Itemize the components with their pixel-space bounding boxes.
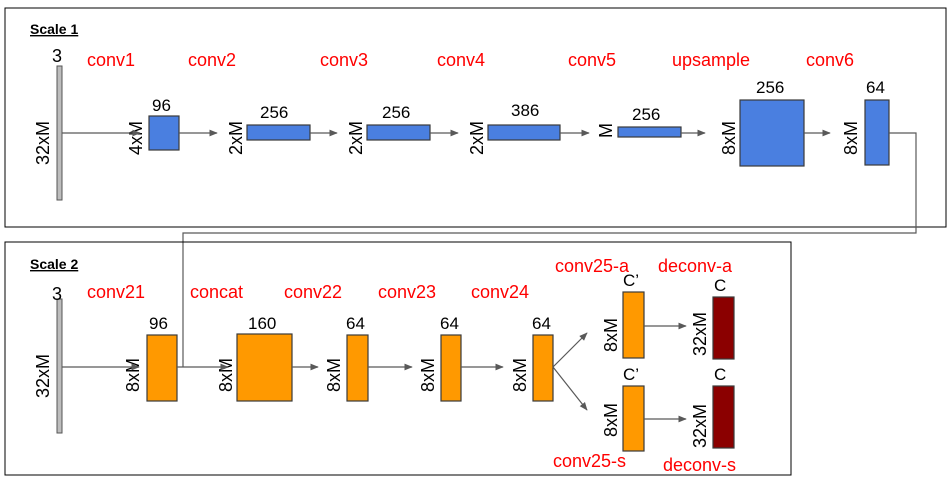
label-conv25-a: conv25-a [555,256,630,276]
scale2-branch-a-conv-size: 8xM [601,318,621,352]
scale1-block-5-size: M [596,123,616,138]
scale2-block-5-channels: 64 [532,314,551,333]
scale2-block-5-size: 8xM [510,358,530,392]
label-conv22: conv22 [284,282,342,302]
label-conv24: conv24 [471,282,529,302]
scale1-block-7 [864,99,890,166]
scale2-branch-a-deconv [712,296,735,360]
label-conv5: conv5 [568,50,616,70]
label-conv25-s: conv25-s [553,451,626,471]
scale1-block-3 [366,124,431,141]
scale1-block-5 [617,126,682,138]
scale1-block-6-size: 8xM [719,121,739,155]
scale2-title: Scale 2 [30,256,78,272]
scale2-block-1-channels: 96 [149,314,168,333]
scale1-block-6-channels: 256 [756,78,784,97]
scale2-branch-a-deconv-channels: C [714,276,726,295]
scale1-block-2-channels: 256 [260,103,288,122]
scale2-block-4-channels: 64 [440,314,459,333]
scale1-block-7-size: 8xM [841,121,861,155]
scale2-block-5 [532,334,554,402]
scale1-title: Scale 1 [30,21,78,37]
scale2-block-2-channels: 160 [248,314,276,333]
label-deconv-a: deconv-a [658,256,733,276]
scale2-block-3 [346,334,369,402]
scale2-input-size: 32xM [33,354,53,398]
label-conv2: conv2 [188,50,236,70]
label-conv23: conv23 [378,282,436,302]
scale2-block-1-size: 8xM [123,358,143,392]
scale2-branch-a-conv [622,291,645,359]
scale1-input-image [56,65,63,201]
scale2-input-image [56,298,63,434]
scale1-block-4-channels: 386 [511,101,539,120]
scale2-branch-s-conv [622,385,645,452]
label-conv21: conv21 [87,282,145,302]
scale1-block-2 [246,124,311,141]
scale1-block-4 [487,124,561,141]
scale1-block-6 [739,99,805,167]
scale1-panel [4,7,947,228]
scale2-branch-s-conv-size: 8xM [601,403,621,437]
scale1-block-5-channels: 256 [632,105,660,124]
scale1-block-1-size: 4xM [126,121,146,155]
label-conv4: conv4 [437,50,485,70]
scale2-branch-a-deconv-size: 32xM [690,312,710,356]
scale2-block-4-size: 8xM [418,358,438,392]
scale1-block-2-size: 2xM [226,121,246,155]
scale1-block-4-size: 2xM [467,121,487,155]
label-upsample: upsample [672,50,750,70]
scale1-input-channels: 3 [52,46,62,66]
scale1-block-7-channels: 64 [866,78,885,97]
scale2-block-2 [236,333,293,402]
scale2-input-channels: 3 [52,284,62,304]
label-deconv-s: deconv-s [663,455,736,475]
arrow-s2-branch-a [552,332,588,368]
label-conv3: conv3 [320,50,368,70]
scale2-block-3-size: 8xM [324,358,344,392]
scale2-panel [4,241,792,476]
scale1-block-1-channels: 96 [152,96,171,115]
scale2-branch-s-deconv-channels: C [714,365,726,384]
label-concat: concat [190,282,243,302]
scale1-block-1 [148,115,180,151]
scale2-block-3-channels: 64 [346,314,365,333]
arrow-s2-branch-s [552,366,588,411]
label-conv6: conv6 [806,50,854,70]
scale2-block-4 [440,334,462,402]
scale2-branch-a-conv-channels: C’ [623,271,639,290]
scale1-block-3-channels: 256 [382,103,410,122]
scale2-branch-s-deconv [712,385,735,449]
scale2-branch-s-deconv-size: 32xM [690,404,710,448]
scale-connector-line [182,132,917,367]
label-conv1: conv1 [87,50,135,70]
scale2-block-1 [146,334,178,402]
scale2-branch-s-conv-channels: C’ [623,365,639,384]
scale1-block-3-size: 2xM [346,121,366,155]
scale2-block-2-size: 8xM [216,358,236,392]
scale1-input-size: 32xM [33,121,53,165]
